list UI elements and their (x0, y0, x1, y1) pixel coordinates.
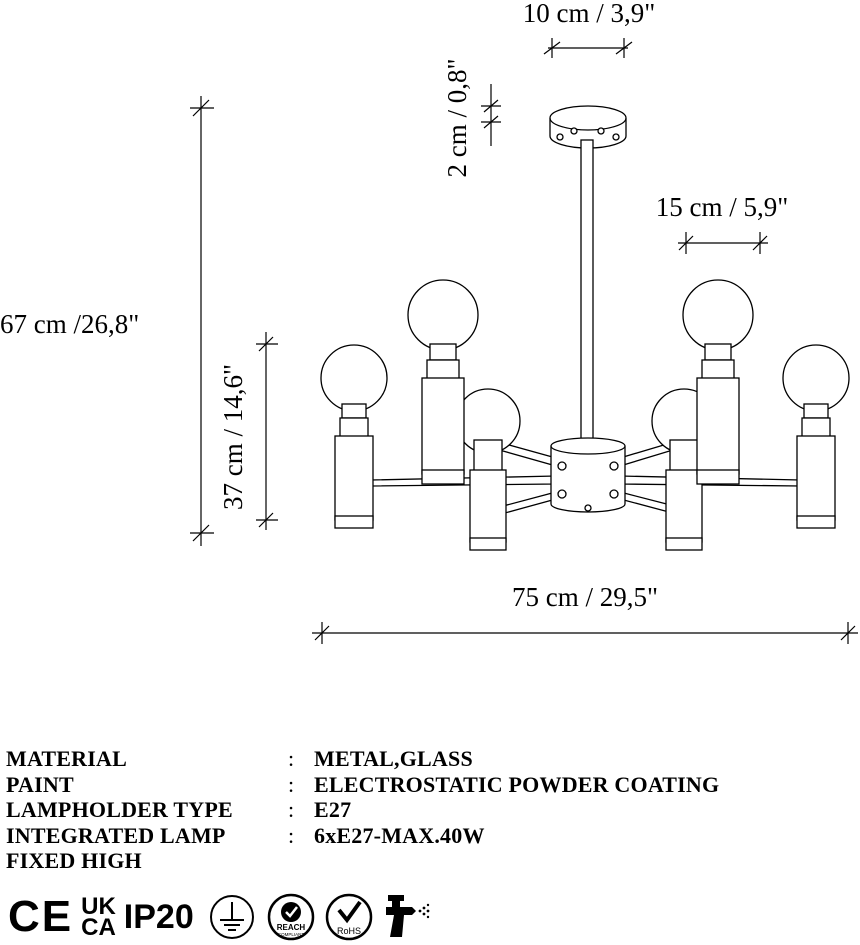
spray-paint-icon (385, 895, 430, 937)
ukca-mark-bottom: CA (81, 914, 116, 941)
dim-canopy-width-line (543, 38, 633, 58)
reach-sublabel: COMPLIANT (278, 932, 305, 937)
reach-compliant-icon: REACH COMPLIANT (267, 893, 314, 941)
spec-value: 6xE27-MAX.40W (314, 822, 485, 848)
spec-separator: : (288, 771, 295, 797)
dim-globe-width-line (678, 232, 768, 254)
spec-label: LAMPHOLDER TYPE (6, 797, 233, 822)
dim-canopy-height-label: 2 cm / 0,8" (442, 58, 472, 177)
spec-value: ELECTROSTATIC POWDER COATING (314, 771, 720, 797)
lamp-back-left (455, 388, 521, 551)
lamp-mid-left (407, 279, 479, 485)
spec-label: INTEGRATED LAMP (6, 822, 226, 848)
chandelier-technical-drawing: 10 cm / 3,9" 2 cm / 0,8" 67 cm /26,8" 37… (0, 0, 858, 644)
ground-symbol-icon (209, 895, 254, 939)
rohs-icon: RoHS (325, 893, 372, 941)
dim-body-height-label: 37 cm / 14,6" (218, 364, 248, 510)
dim-total-height-line (190, 96, 214, 546)
spec-row-fixed-high: FIXED HIGH (6, 848, 719, 874)
spec-label: PAINT (6, 771, 74, 797)
spec-label: MATERIAL (6, 746, 127, 771)
lamp-outer-right (782, 344, 850, 529)
rohs-label: RoHS (337, 926, 361, 936)
dim-canopy-height-line (481, 84, 501, 146)
reach-label: REACH (277, 923, 306, 932)
center-rod (580, 139, 594, 441)
lamp-outer-left (320, 344, 388, 529)
dim-total-height-label: 67 cm /26,8" (0, 309, 139, 339)
lamp-mid-right (682, 279, 754, 485)
spec-separator: : (288, 822, 295, 848)
ukca-mark-top: UK (81, 893, 116, 920)
ukca-mark-icon: UK CA (81, 893, 116, 941)
center-hub (550, 437, 626, 513)
spec-separator: : (288, 797, 295, 822)
spec-row-paint: PAINT : ELECTROSTATIC POWDER COATING (6, 772, 719, 798)
dim-total-width-line (312, 622, 858, 644)
spec-separator: : (288, 746, 295, 771)
dim-total-width-label: 75 cm / 29,5" (512, 582, 658, 612)
certification-marks: CE UK CA IP20 REACH COMPLIANT RoHS (8, 892, 434, 942)
spec-label: FIXED HIGH (6, 848, 142, 873)
dim-canopy-width-label: 10 cm / 3,9" (523, 0, 656, 28)
spec-row-material: MATERIAL : METAL,GLASS (6, 746, 719, 772)
ce-mark-icon: CE (8, 892, 74, 941)
spec-value: E27 (314, 797, 352, 822)
canopy (549, 105, 627, 149)
spec-row-integrated-lamp: INTEGRATED LAMP : 6xE27-MAX.40W (6, 823, 719, 849)
chandelier (320, 105, 850, 551)
spec-separator (288, 848, 314, 874)
spec-table: MATERIAL : METAL,GLASS PAINT : ELECTROST… (6, 746, 719, 874)
dim-body-height-line (256, 332, 278, 530)
spec-value: METAL,GLASS (314, 746, 473, 771)
ip-rating-label: IP20 (123, 898, 194, 936)
spec-row-lampholder: LAMPHOLDER TYPE : E27 (6, 797, 719, 823)
dim-globe-width-label: 15 cm / 5,9" (656, 192, 789, 222)
